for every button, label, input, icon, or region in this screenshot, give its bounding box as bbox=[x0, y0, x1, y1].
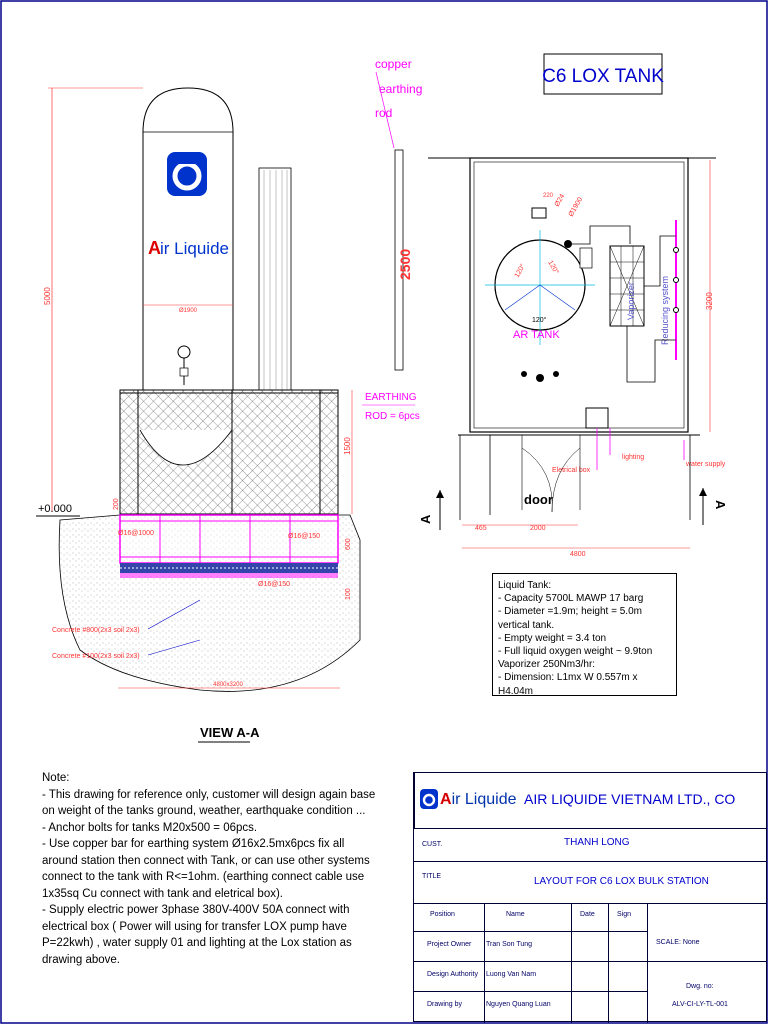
earthing-label-1: EARTHING bbox=[365, 392, 417, 403]
cust-value: THANH LONG bbox=[564, 837, 630, 848]
row3-name: Nguyen Quang Luan bbox=[486, 1001, 551, 1008]
spec-line: Liquid Tank: bbox=[498, 580, 552, 591]
col-date: Date bbox=[580, 911, 595, 918]
plan-4800-label: 4800 bbox=[570, 551, 586, 558]
note-line: - This drawing for reference only, custo… bbox=[42, 788, 376, 818]
height-dimension: 5000 bbox=[43, 87, 143, 512]
base-600-label: 600 bbox=[345, 538, 352, 550]
plan-view: 220 Ø24 Ø1900 120° 120° 120° AR TANK Vap… bbox=[418, 157, 728, 558]
plan-465-label: 465 bbox=[475, 525, 487, 532]
titleblock-logo-text: Air Liquide bbox=[440, 791, 517, 809]
base-200-label: 200 bbox=[113, 498, 120, 510]
copper-earthing-rod: copper earthing rod 2500 EARTHING ROD = … bbox=[362, 57, 422, 422]
concrete-label-1: Concrete #800(2x3 soil 2x3) bbox=[52, 627, 140, 634]
spec-line: - Dimension: L1mx W 0.557m x H4.04m bbox=[498, 672, 638, 697]
spec-line: - Capacity 5700L MAWP 17 barg bbox=[498, 593, 644, 605]
spec-line: - Empty weight = 3.4 ton bbox=[498, 632, 607, 644]
rebar-label-2: Ø16@150 bbox=[288, 533, 320, 540]
col-position: Position bbox=[430, 911, 455, 918]
plan-2000-label: 2000 bbox=[530, 525, 546, 532]
plan-220-label: 220 bbox=[543, 193, 554, 199]
spec-box: Liquid Tank: - Capacity 5700L MAWP 17 ba… bbox=[492, 573, 677, 697]
note-line: - Anchor bolts for tanks M20x500 = 06pcs… bbox=[42, 821, 258, 834]
dwg-label: Dwg. no: bbox=[686, 983, 714, 990]
section-mark-right: A bbox=[713, 500, 728, 510]
note-line: - Supply electric power 3phase 380V-400V… bbox=[42, 904, 352, 966]
title-label: TITLE bbox=[422, 873, 442, 880]
gauge-piping bbox=[177, 345, 191, 385]
plan-vaporizer-label: Vaporizer bbox=[626, 282, 636, 320]
plan-water-label: water supply bbox=[685, 461, 726, 468]
copper-label-2: earthing bbox=[379, 82, 422, 96]
cust-label: CUST. bbox=[422, 841, 443, 848]
note-line: - Use copper bar for earthing system Ø16… bbox=[42, 838, 370, 900]
width-4800x3200-label: 4800x3200 bbox=[213, 682, 243, 688]
note-line: Note: bbox=[42, 772, 70, 784]
drawing-title: C6 LOX TANK bbox=[542, 66, 664, 87]
tank-brand-text: ir Liquide bbox=[160, 239, 229, 258]
col-name: Name bbox=[506, 911, 525, 918]
section-mark-left: A bbox=[418, 514, 433, 524]
plan-120-c: 120° bbox=[532, 316, 547, 324]
col-sign: Sign bbox=[617, 911, 632, 918]
notes: Note: - This drawing for reference only,… bbox=[42, 770, 382, 968]
lox-tank-elevation: Ø1900 bbox=[142, 87, 234, 391]
rebar-label-3: Ø16@150 bbox=[258, 581, 290, 588]
title-box bbox=[543, 53, 663, 95]
company-name: AIR LIQUIDE VIETNAM LTD., CO bbox=[524, 791, 736, 807]
spec-line: - Diameter =1.9m; height = 5.0m vertical… bbox=[498, 606, 642, 631]
tank-diameter-label: Ø1900 bbox=[179, 308, 198, 314]
fence-1500-label: 1500 bbox=[343, 437, 352, 455]
rebar-label-1: Ø16@1000 bbox=[118, 530, 154, 537]
copper-label-3: rod bbox=[375, 106, 392, 120]
fence-elevation: 1500 bbox=[119, 389, 353, 515]
scale-label: SCALE: None bbox=[656, 939, 700, 946]
row1-position: Project Owner bbox=[427, 941, 472, 948]
titleblock-logo-rest: ir Liquide bbox=[451, 791, 517, 808]
level-label: +0.000 bbox=[38, 503, 72, 515]
plan-reducing-label: Reducing system bbox=[660, 276, 670, 345]
title-value: LAYOUT FOR C6 LOX BULK STATION bbox=[534, 876, 709, 887]
view-label: VIEW A-A bbox=[200, 725, 260, 740]
plan-3200-label: 3200 bbox=[705, 292, 714, 310]
earthing-label-2: ROD = 6pcs bbox=[365, 411, 420, 422]
concrete-label-2: Concrete #100(2x3 soil 2x3) bbox=[52, 653, 140, 660]
foundation: 4800x3200 200 600 100 Ø16@1000 Ø16@150 Ø… bbox=[36, 498, 361, 692]
spec-line: Vaporizer 250Nm3/hr: bbox=[498, 659, 596, 671]
plan-tank-label: AR TANK bbox=[513, 329, 560, 341]
row1-name: Tran Son Tung bbox=[486, 941, 533, 948]
plan-light-label: lighting bbox=[622, 454, 644, 461]
row2-position: Design Authority bbox=[427, 971, 478, 978]
copper-label-1: copper bbox=[375, 57, 412, 71]
spec-line: - Full liquid oxygen weight ~ 9.9ton bbox=[498, 646, 653, 658]
dwg-number: ALV-CI-LY-TL-001 bbox=[672, 1001, 728, 1008]
base-100-label: 100 bbox=[345, 588, 352, 600]
tank-brand-a: A bbox=[148, 238, 161, 258]
row3-position: Drawing by bbox=[427, 1001, 463, 1008]
plan-door-label: door bbox=[524, 492, 553, 507]
air-liquide-logo: A ir Liquide bbox=[148, 152, 229, 258]
rod-2500-label: 2500 bbox=[397, 249, 413, 280]
vaporizer-elevation bbox=[258, 167, 292, 391]
titleblock-logo-icon bbox=[420, 789, 438, 809]
row2-name: Luong Van Nam bbox=[486, 971, 537, 978]
height-5000-label: 5000 bbox=[43, 287, 52, 305]
titleblock-logo-a: A bbox=[440, 791, 452, 808]
plan-elec-label: Eletrical box bbox=[552, 467, 591, 474]
title-block: Air Liquide AIR LIQUIDE VIETNAM LTD., CO… bbox=[413, 772, 767, 1023]
